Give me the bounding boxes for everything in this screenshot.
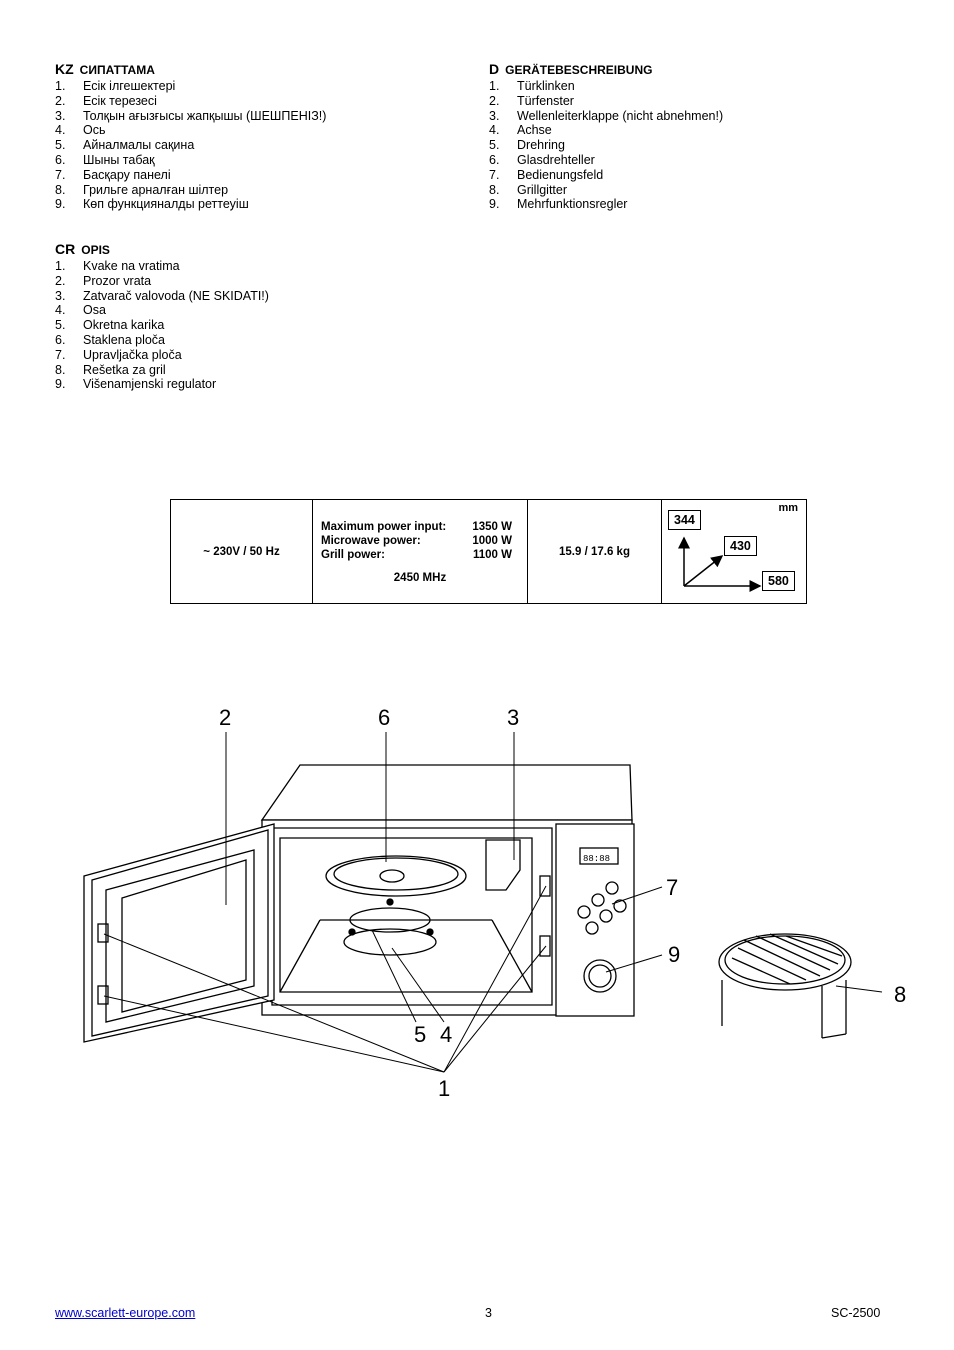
callout-2: 2 bbox=[219, 705, 231, 730]
callout-9: 9 bbox=[668, 942, 680, 967]
section-cr: CR OPIS 1.Kvake na vratima 2.Prozor vrata… bbox=[55, 241, 455, 392]
max-power-row: Maximum power input:1350 W bbox=[321, 520, 512, 533]
list-item: 8.Грильге арналған шілтер bbox=[55, 182, 229, 197]
callout-1: 1 bbox=[438, 1076, 450, 1101]
list-item: 3.Толқын ағызғысы жапқышы (ШЕШПЕНІЗ!) bbox=[55, 108, 327, 123]
list-item: 9.Mehrfunktionsregler bbox=[489, 197, 628, 212]
depth-dimension: 430 bbox=[724, 536, 757, 556]
list-item: 6.Glasdrehteller bbox=[489, 152, 595, 167]
list-item: 1.Kvake na vratima bbox=[55, 259, 180, 273]
list-item: 1.Türklinken bbox=[489, 79, 575, 93]
list-item: 5.Drehring bbox=[489, 138, 565, 153]
control-panel bbox=[555, 823, 635, 1017]
model-number: SC-2500 bbox=[831, 1306, 881, 1320]
list-item: 9.Көп функцияналды реттеуіш bbox=[55, 197, 249, 212]
list-item: 3.Wellenleiterklappe (nicht abnehmen!) bbox=[489, 108, 724, 123]
dimension-arrows-icon bbox=[678, 536, 762, 592]
callout-3: 3 bbox=[507, 705, 519, 730]
list-item: 7.Басқару панелі bbox=[55, 167, 171, 182]
microwave-diagram: 88:88 1 2 3 4 5 6 7 8 9 bbox=[83, 705, 906, 1101]
list-item: 7.Upravljačka ploča bbox=[55, 347, 182, 362]
parts-list: 1.Kvake na vratima 2.Prozor vrata 3.Zatv… bbox=[55, 259, 455, 392]
weight-value: 15.9 / 17.6 kg bbox=[559, 545, 630, 558]
multifunction-knob bbox=[583, 959, 617, 993]
voltage-cell: ~ 230V / 50 Hz bbox=[170, 499, 313, 604]
specs-table: ~ 230V / 50 Hz Maximum power input:1350 … bbox=[170, 499, 807, 604]
door-hook bbox=[97, 985, 109, 1005]
list-item: 8.Grillgitter bbox=[489, 182, 568, 197]
list-item: 2.Türfenster bbox=[489, 93, 574, 108]
microwave-power-row: Microwave power:1000 W bbox=[321, 534, 512, 547]
door-window bbox=[105, 849, 255, 1023]
voltage-value: ~ 230V / 50 Hz bbox=[203, 545, 280, 558]
callout-6: 6 bbox=[378, 705, 390, 730]
grill-rack bbox=[718, 933, 852, 1039]
grill-power-row: Grill power:1100 W bbox=[321, 548, 512, 561]
section-title: OPIS bbox=[81, 243, 110, 257]
section-title: СИПАТТАМА bbox=[79, 63, 155, 77]
weight-cell: 15.9 / 17.6 kg bbox=[527, 499, 662, 604]
list-item: 5.Айналмалы сақина bbox=[55, 138, 195, 153]
microwave-top bbox=[260, 764, 633, 821]
language-code: KZ bbox=[55, 61, 74, 77]
language-code: D bbox=[489, 61, 500, 77]
leader-lines bbox=[103, 732, 883, 1073]
list-item: 2.Prozor vrata bbox=[55, 273, 152, 288]
display-window bbox=[579, 847, 619, 865]
list-item: 9.Višenamjenski regulator bbox=[55, 377, 217, 392]
section-d: D GERÄTEBESCHREIBUNG 1.Türklinken 2.Türfe… bbox=[489, 61, 889, 212]
list-item: 4.Osa bbox=[55, 303, 106, 318]
unit-label: mm bbox=[778, 502, 798, 514]
section-heading: KZ СИПАТТАМА bbox=[55, 61, 455, 77]
page-number: 3 bbox=[485, 1306, 492, 1320]
callout-7: 7 bbox=[666, 875, 678, 900]
list-item: 6.Шыны табақ bbox=[55, 152, 155, 167]
section-kz: KZ СИПАТТАМА 1.Есік ілгешектері 2.Есік те… bbox=[55, 61, 455, 212]
language-code: CR bbox=[55, 241, 76, 257]
section-title: GERÄTEBESCHREIBUNG bbox=[505, 63, 653, 77]
latch-hole bbox=[539, 875, 551, 897]
list-item: 7.Bedienungsfeld bbox=[489, 167, 604, 182]
footer-website: www.scarlett-europe.com bbox=[55, 1306, 195, 1320]
width-dimension: 580 bbox=[762, 571, 795, 591]
list-item: 5.Okretna karika bbox=[55, 318, 165, 333]
list-item: 2.Есік терезесі bbox=[55, 93, 157, 108]
website-link[interactable]: www.scarlett-europe.com bbox=[55, 1306, 196, 1320]
display-readout: 88:88 bbox=[583, 854, 610, 864]
callout-4: 4 bbox=[440, 1022, 452, 1047]
list-item: 8.Rešetka za gril bbox=[55, 362, 166, 377]
dimensions-cell: mm 344 430 580 bbox=[661, 499, 807, 604]
power-cell: Maximum power input:1350 W Microwave pow… bbox=[312, 499, 528, 604]
parts-list: 1.Türklinken 2.Türfenster 3.Wellenleiter… bbox=[489, 79, 889, 212]
list-item: 6.Staklena ploča bbox=[55, 332, 166, 347]
door-hook bbox=[97, 923, 109, 943]
height-dimension: 344 bbox=[668, 510, 701, 530]
list-item: 4.Achse bbox=[489, 123, 552, 138]
section-heading: D GERÄTEBESCHREIBUNG bbox=[489, 61, 889, 77]
list-item: 1.Есік ілгешектері bbox=[55, 79, 176, 93]
latch-hole bbox=[539, 935, 551, 957]
frequency-value: 2450 MHz bbox=[393, 571, 447, 584]
glass-plate bbox=[325, 855, 467, 897]
section-heading: CR OPIS bbox=[55, 241, 455, 257]
parts-list: 1.Есік ілгешектері 2.Есік терезесі 3.Тол… bbox=[55, 79, 455, 212]
control-buttons bbox=[577, 881, 627, 935]
list-item: 4.Ось bbox=[55, 123, 106, 138]
roller-ring bbox=[343, 928, 437, 956]
callout-8: 8 bbox=[894, 982, 906, 1007]
list-item: 3.Zatvarač valovoda (NE SKIDATI!) bbox=[55, 288, 269, 303]
callout-5: 5 bbox=[414, 1022, 426, 1047]
